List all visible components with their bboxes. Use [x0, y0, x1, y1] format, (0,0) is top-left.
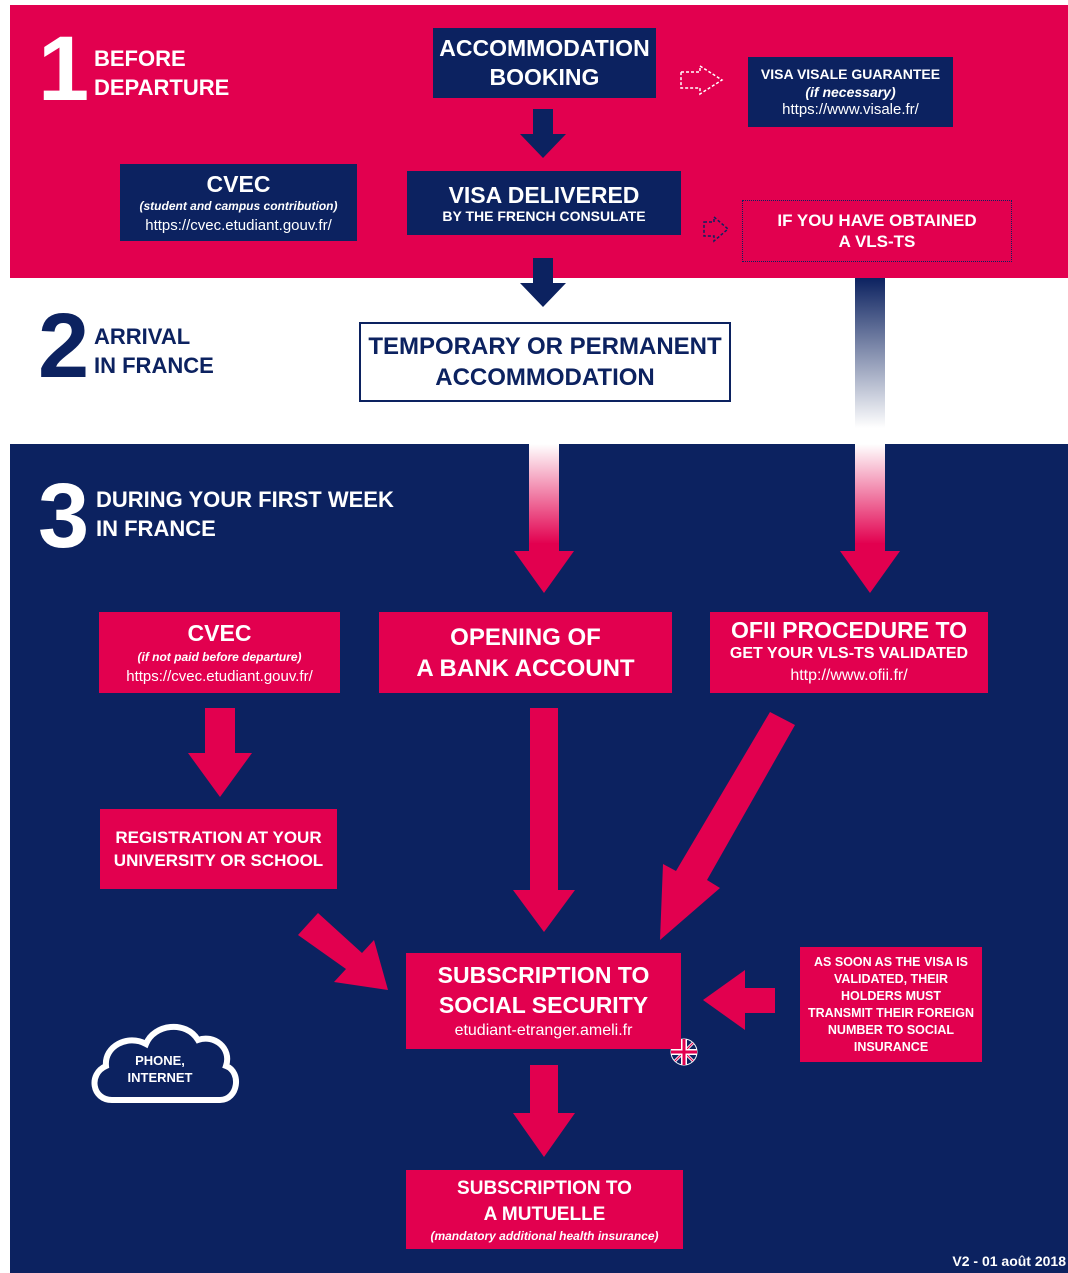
cloud-label: PHONE, INTERNET	[127, 1053, 193, 1085]
cvec-week-box: CVEC (if not paid before departure) http…	[99, 612, 340, 693]
step-label-2: ARRIVAL IN FRANCE	[94, 324, 214, 378]
vls-ts-connector	[855, 278, 885, 428]
visale-box: VISA VISALE GUARANTEE (if necessary) htt…	[748, 57, 953, 127]
arrow-social-to-mutuelle	[513, 1065, 575, 1157]
accommodation-to-bank-shaft	[529, 444, 559, 544]
ofii-box: OFII PROCEDURE TO GET YOUR VLS-TS VALIDA…	[710, 612, 988, 693]
arrow-booking-to-visa	[520, 109, 566, 158]
arrow-registration-to-social	[298, 913, 388, 990]
step-number-2: 2	[38, 295, 90, 397]
arrow-bank-to-social	[513, 708, 575, 932]
arrow-visa-to-accommodation	[520, 258, 566, 307]
step-label-1: BEFORE DEPARTURE	[94, 46, 230, 100]
arrow-to-visale	[680, 64, 724, 96]
registration-box: REGISTRATION AT YOUR UNIVERSITY OR SCHOO…	[100, 809, 337, 889]
accommodation-booking-box: ACCOMMODATION BOOKING	[433, 28, 656, 98]
arrow-cvec-to-registration	[188, 708, 252, 797]
arrow-visa-note-to-social	[703, 970, 775, 1030]
step-number-3: 3	[38, 465, 90, 567]
social-security-box: SUBSCRIPTION TO SOCIAL SECURITY etudiant…	[406, 953, 681, 1049]
visa-delivered-box: VISA DELIVERED BY THE FRENCH CONSULATE	[407, 171, 681, 235]
arrow-ofii-to-social	[660, 712, 795, 940]
bank-account-box: OPENING OF A BANK ACCOUNT	[379, 612, 672, 693]
mutuelle-box: SUBSCRIPTION TO A MUTUELLE (mandatory ad…	[406, 1170, 683, 1249]
step-label-3: DURING YOUR FIRST WEEK IN FRANCE	[96, 487, 394, 541]
visa-validated-note-box: AS SOON AS THE VISA IS VALIDATED, THEIR …	[800, 947, 982, 1062]
vls-ts-box: IF YOU HAVE OBTAINED A VLS-TS	[742, 200, 1012, 262]
arrow-into-ofii	[840, 543, 900, 593]
version-label: V2 - 01 août 2018	[952, 1253, 1066, 1269]
arrow-into-bank	[514, 543, 574, 593]
arrow-to-vls-ts	[703, 215, 730, 243]
vls-ts-to-ofii-shaft	[855, 444, 885, 544]
cloud-icon	[91, 1023, 239, 1103]
cvec-before-box: CVEC (student and campus contribution) h…	[120, 164, 357, 241]
step-number-1: 1	[38, 18, 90, 120]
temporary-accommodation-box: TEMPORARY OR PERMANENT ACCOMMODATION	[359, 322, 731, 402]
